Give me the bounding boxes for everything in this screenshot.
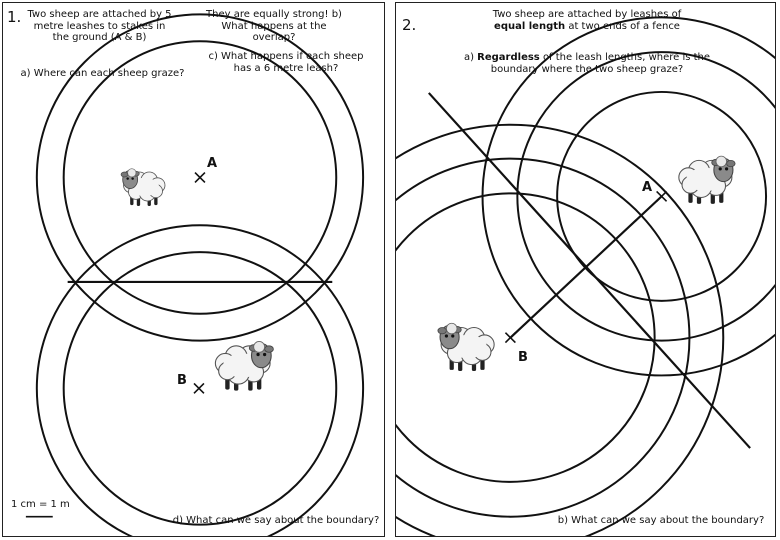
circle-b-6m (35, 224, 365, 536)
stake-label-a: A (642, 180, 653, 195)
intro-text: Two sheep are attached by 5 metre leashe… (27, 9, 172, 43)
circle-b-large (396, 123, 725, 536)
overlap-diagram (25, 13, 365, 536)
sheep-icon (120, 168, 166, 207)
question-a-emphasis: Regardless (477, 52, 540, 63)
panel-two: 2. Two sheep are attached by leashes of … (395, 2, 776, 537)
sheep-icon (679, 156, 735, 204)
intro-text-start: Two sheep are attached by leashes of (492, 9, 682, 20)
circle-a-5m (62, 40, 338, 315)
sheep-icon (215, 341, 273, 390)
question-number: 2. (402, 16, 417, 34)
question-b: b) What can we say about the boundary? (557, 515, 765, 526)
cross-mark-icon (194, 171, 206, 184)
question-a: a) Regardless of the leash lengths, wher… (454, 52, 720, 75)
question-a: a) Where can each sheep graze? (20, 68, 185, 79)
question-b: They are equally strong! b) What happens… (206, 9, 342, 43)
circle-a-6m (35, 13, 365, 342)
intro-text-end: at two ends of a fence (568, 20, 680, 32)
circle-a-medium (516, 51, 775, 342)
question-number: 1. (7, 8, 22, 26)
sheep-icon (437, 322, 495, 372)
circle-b-medium (396, 157, 691, 518)
fence-diagram (396, 16, 775, 536)
cross-mark-icon (504, 332, 516, 344)
question-a-text: of the leash lengths, where is the bound… (490, 52, 711, 75)
stake-label-b: B (177, 373, 187, 388)
intro-emphasis: equal length (494, 20, 566, 32)
circle-b-5m (62, 251, 338, 526)
cross-mark-icon (656, 190, 668, 202)
question-d: d) What can we say about the boundary? (172, 515, 380, 526)
boundary-line (428, 92, 751, 449)
question-a-prefix: a) (463, 52, 474, 63)
panel-one: 1. Two sheep are attached by 5 metre lea… (2, 2, 385, 537)
circle-b-small (396, 192, 656, 483)
stake-label-b: B (518, 350, 528, 365)
scale-label: 1 cm = 1 m (11, 499, 70, 510)
question-c: c) What happens if each sheep has a 6 me… (208, 51, 364, 74)
circle-a-small (556, 90, 768, 302)
intro-text: Two sheep are attached by leashes of equ… (472, 9, 702, 32)
stake-label-a: A (207, 156, 218, 171)
cross-mark-icon (193, 382, 205, 394)
